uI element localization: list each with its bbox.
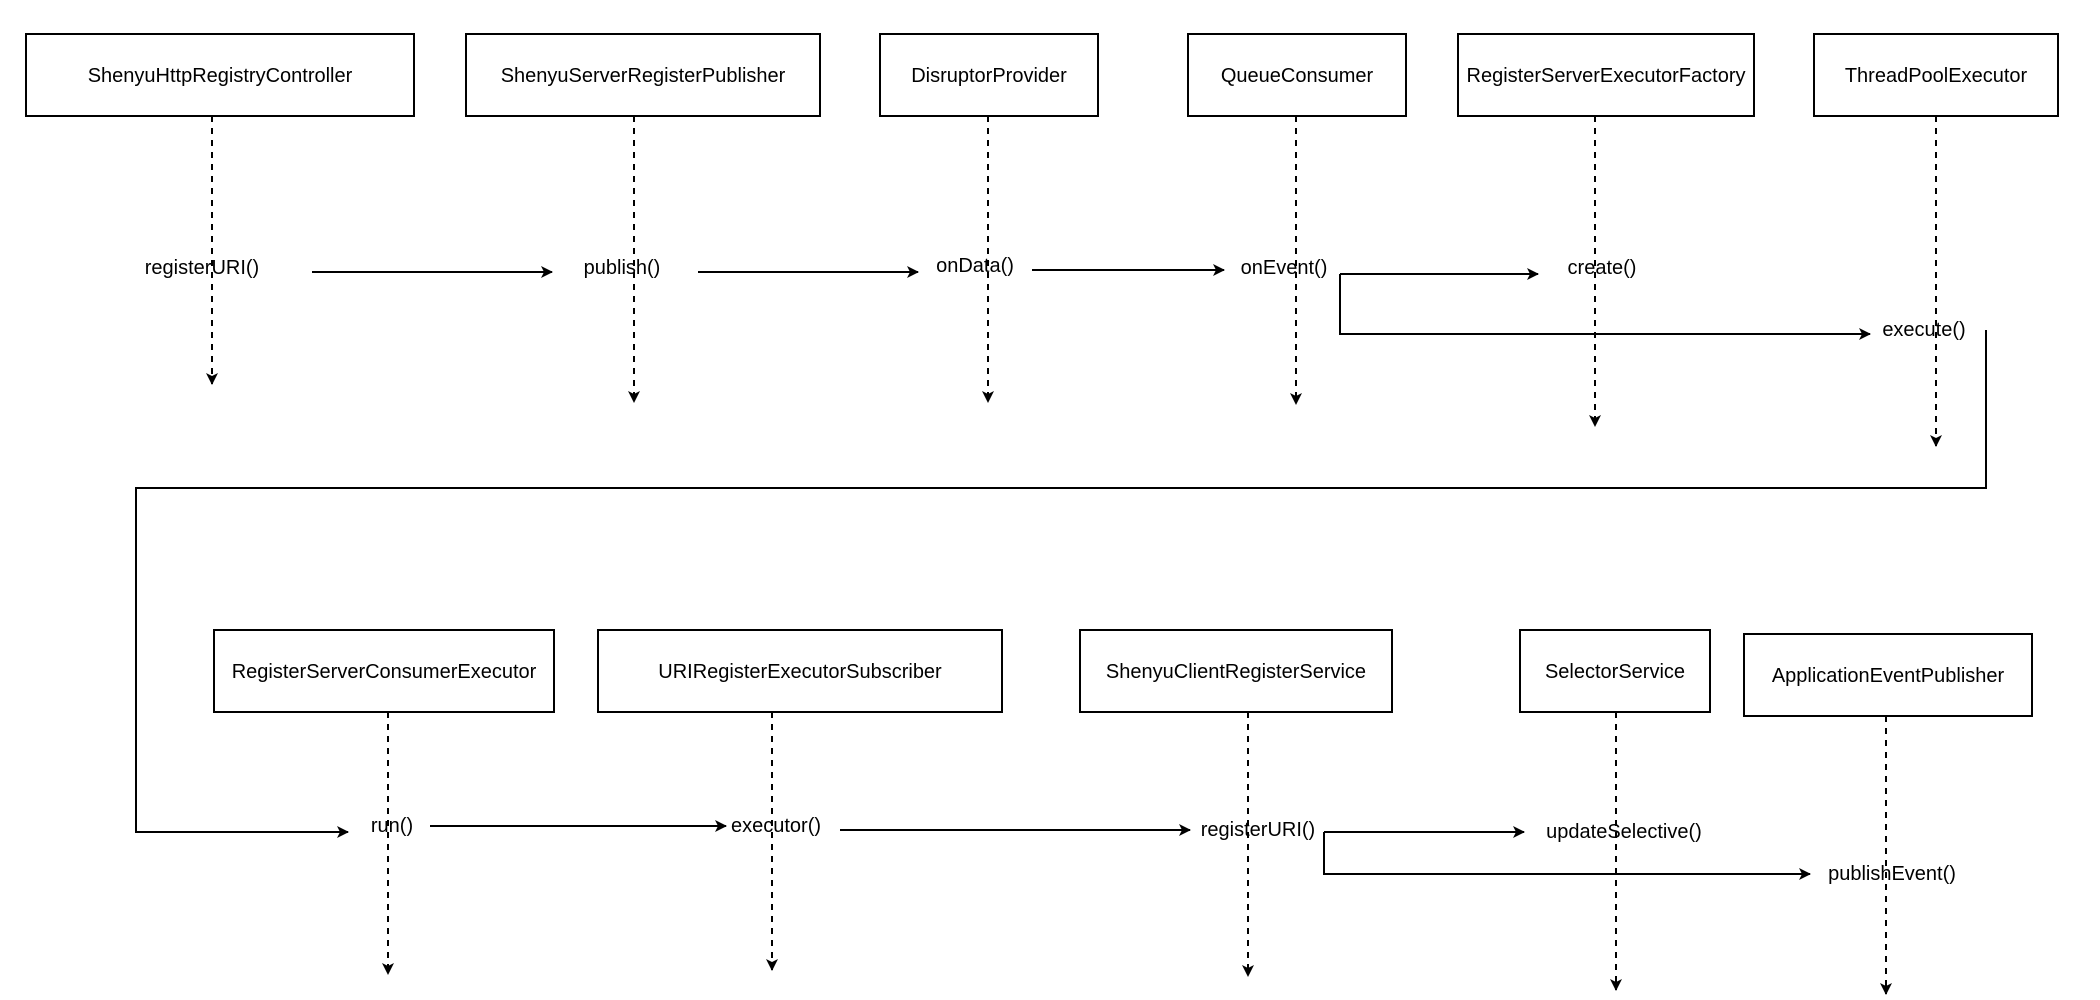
actor-label: RegisterServerExecutorFactory bbox=[1467, 65, 1746, 87]
message-label-on-event: onEvent() bbox=[1241, 257, 1328, 279]
message-label-run: run() bbox=[371, 815, 413, 837]
actor-thread-pool-executor: ThreadPoolExecutor bbox=[1813, 33, 2059, 117]
actor-shenyu-http-registry-controller: ShenyuHttpRegistryController bbox=[25, 33, 415, 117]
actor-uri-register-executor-subscriber: URIRegisterExecutorSubscriber bbox=[597, 629, 1003, 713]
message-label-update-selective: updateSelective() bbox=[1546, 821, 1702, 843]
message-label-publish: publish() bbox=[584, 257, 661, 279]
actor-label: ApplicationEventPublisher bbox=[1772, 665, 2005, 687]
actor-queue-consumer: QueueConsumer bbox=[1187, 33, 1407, 117]
actor-label: ThreadPoolExecutor bbox=[1845, 65, 2028, 87]
message-label-on-data: onData() bbox=[936, 255, 1014, 277]
actor-label: RegisterServerConsumerExecutor bbox=[232, 661, 537, 683]
actor-register-server-executor-factory: RegisterServerExecutorFactory bbox=[1457, 33, 1755, 117]
actor-label: QueueConsumer bbox=[1221, 65, 1374, 87]
actor-label: URIRegisterExecutorSubscriber bbox=[658, 661, 942, 683]
actor-label: SelectorService bbox=[1545, 661, 1685, 683]
actor-application-event-publisher: ApplicationEventPublisher bbox=[1743, 633, 2033, 717]
actor-disruptor-provider: DisruptorProvider bbox=[879, 33, 1099, 117]
actor-shenyu-server-register-publisher: ShenyuServerRegisterPublisher bbox=[465, 33, 821, 117]
message-arrow bbox=[135, 330, 1987, 838]
message-arrow bbox=[1323, 832, 1811, 880]
message-label-register-uri: registerURI() bbox=[145, 257, 259, 279]
actor-label: ShenyuHttpRegistryController bbox=[88, 65, 353, 87]
message-label-publish-event: publishEvent() bbox=[1828, 863, 1956, 885]
actor-shenyu-client-register-service: ShenyuClientRegisterService bbox=[1079, 629, 1393, 713]
message-label-register-uri: registerURI() bbox=[1201, 819, 1315, 841]
message-label-executor: executor() bbox=[731, 815, 821, 837]
message-label-execute: execute() bbox=[1882, 319, 1965, 341]
actor-label: ShenyuClientRegisterService bbox=[1106, 661, 1366, 683]
actor-selector-service: SelectorService bbox=[1519, 629, 1711, 713]
actor-label: ShenyuServerRegisterPublisher bbox=[501, 65, 786, 87]
actor-label: DisruptorProvider bbox=[911, 65, 1067, 87]
actor-register-server-consumer-executor: RegisterServerConsumerExecutor bbox=[213, 629, 555, 713]
message-label-create: create() bbox=[1568, 257, 1637, 279]
message-arrow bbox=[1339, 274, 1871, 340]
